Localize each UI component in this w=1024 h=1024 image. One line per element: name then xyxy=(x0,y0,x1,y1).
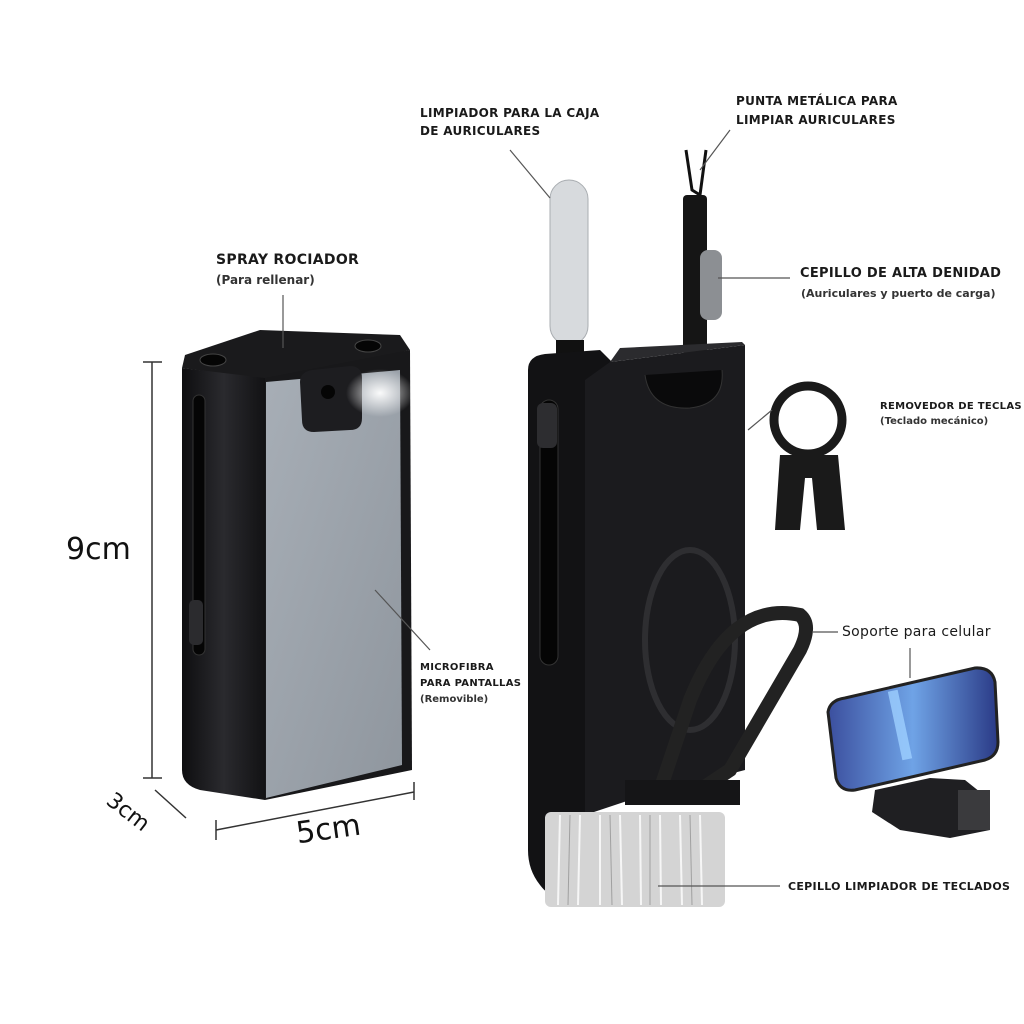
front-notch xyxy=(644,369,723,409)
metal-tip-label-2: LIMPIAR AURICULARES xyxy=(736,113,896,127)
open-kit xyxy=(528,149,813,907)
spray-top-cap xyxy=(182,330,410,380)
leader-lines xyxy=(282,129,911,887)
phone-on-stand xyxy=(826,666,1000,838)
cap-hole-right xyxy=(354,339,382,353)
key-remover xyxy=(769,381,847,530)
side-slot xyxy=(192,394,206,656)
width-line xyxy=(215,791,415,831)
side-button xyxy=(189,600,203,645)
key-remover-title: REMOVEDOR DE TECLAS xyxy=(880,401,1022,412)
microfiber-pad xyxy=(266,370,402,798)
microfiber-label-2: PARA PANTALLAS xyxy=(420,678,522,689)
spray-subtitle: (Para rellenar) xyxy=(216,273,315,287)
case-cleaner-label-2: DE AURICULARES xyxy=(420,124,541,138)
spray-device xyxy=(182,330,414,800)
kit-body-front xyxy=(585,345,745,815)
microfiber-subtitle: (Removible) xyxy=(420,694,489,705)
microfiber-label-1: MICROFIBRA xyxy=(420,662,494,673)
keyboard-brush-bristles xyxy=(545,812,725,907)
cap-hole-left xyxy=(199,353,227,367)
dense-brush xyxy=(700,250,722,320)
brush-subtitle: (Auriculares y puerto de carga) xyxy=(801,287,996,300)
kit-side-button xyxy=(537,403,557,448)
spray-mist xyxy=(346,369,414,417)
dimension-height: 9cm xyxy=(66,532,131,567)
nozzle-hole xyxy=(321,385,335,399)
depth-line xyxy=(154,789,187,819)
dimension-lines xyxy=(143,361,415,840)
keyboard-brush-label: CEPILLO LIMPIADOR DE TECLADOS xyxy=(788,880,1011,893)
case-cleaner-label-1: LIMPIADOR PARA LA CAJA xyxy=(420,106,600,120)
spray-title: SPRAY ROCIADOR xyxy=(216,252,360,268)
case-cleaner-tip xyxy=(549,179,589,346)
brush-title: CEPILLO DE ALTA DENIDAD xyxy=(800,266,1002,281)
phone-stand-label: Soporte para celular xyxy=(842,624,991,640)
stand-ring xyxy=(650,606,813,797)
spray-nozzle xyxy=(300,366,362,432)
key-remover-subtitle: (Teclado mecánico) xyxy=(880,416,989,427)
metal-tip-label-1: PUNTA METÁLICA PARA xyxy=(736,94,898,108)
kit-side-slot xyxy=(539,399,559,666)
metal-tip xyxy=(684,149,708,198)
